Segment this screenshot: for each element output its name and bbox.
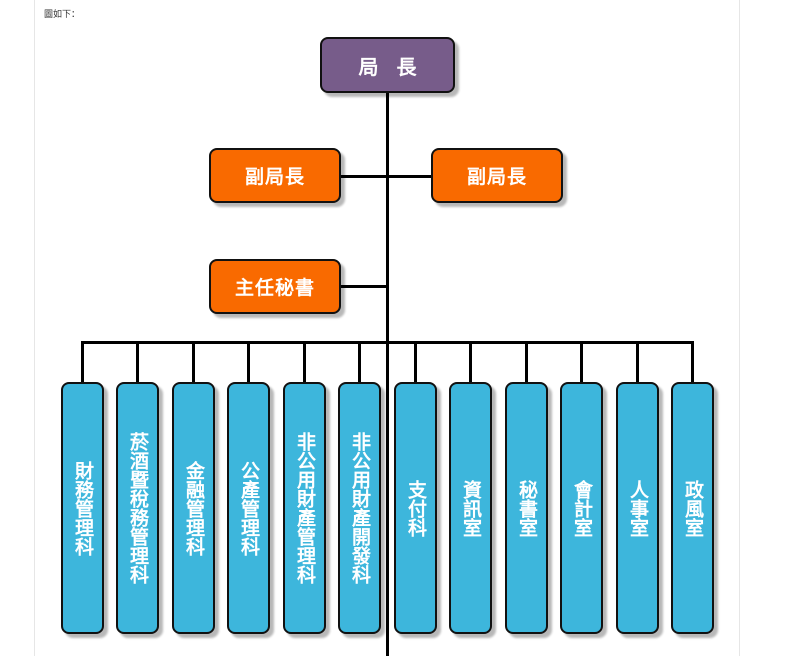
unit-drop-line: [525, 341, 528, 383]
deputy-box-left: 副局長: [209, 148, 341, 203]
unit-box: 資訊室: [449, 382, 492, 634]
unit-drop-line: [691, 341, 694, 383]
unit-box: 人事室: [616, 382, 659, 634]
unit-box: 支付科: [394, 382, 437, 634]
unit-box: 非公用財產開發科: [338, 382, 381, 634]
unit-box: 財務管理科: [61, 382, 104, 634]
intro-text: 圖如下：: [44, 10, 81, 20]
unit-drop-line: [136, 341, 139, 383]
unit-box: 公產管理科: [227, 382, 270, 634]
unit-drop-line: [358, 341, 361, 383]
unit-drop-line: [636, 341, 639, 383]
unit-drop-line: [580, 341, 583, 383]
unit-drop-line: [414, 341, 417, 383]
unit-box: 菸酒暨稅務管理科: [116, 382, 159, 634]
unit-drop-line: [81, 341, 84, 383]
unit-drop-line: [192, 341, 195, 383]
unit-drop-line: [469, 341, 472, 383]
chief-secretary-box: 主任秘書: [209, 259, 341, 314]
chief-box: 局長: [320, 37, 455, 93]
deputy-box-right: 副局長: [431, 148, 563, 203]
panel-left-border: [34, 0, 35, 656]
trunk-line: [386, 92, 389, 656]
unit-box: 政風室: [671, 382, 714, 634]
unit-box: 會計室: [560, 382, 603, 634]
unit-box: 金融管理科: [172, 382, 215, 634]
unit-box: 非公用財產管理科: [283, 382, 326, 634]
units-bus-line: [81, 341, 694, 344]
deputy-connector: [340, 175, 433, 178]
unit-box: 秘書室: [505, 382, 548, 634]
panel-right-border: [739, 0, 740, 656]
secretary-connector: [340, 285, 388, 288]
unit-drop-line: [303, 341, 306, 383]
unit-drop-line: [247, 341, 250, 383]
